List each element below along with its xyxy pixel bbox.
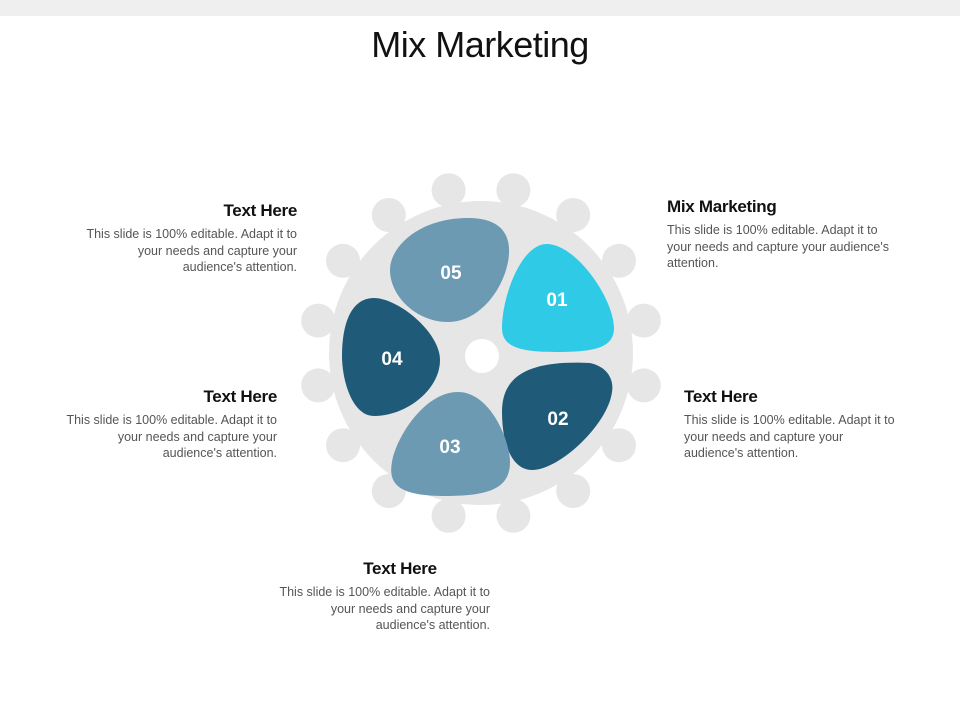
segment-05-number: 05 [440,263,462,284]
text-block-04: Text Here This slide is 100% editable. A… [60,387,277,462]
text-block-02: Text Here This slide is 100% editable. A… [684,387,900,462]
gear-tooth [626,303,661,338]
gear-tooth [556,198,591,232]
segment-04-number: 04 [381,349,403,370]
gear-tooth [371,198,406,232]
text-block-04-heading: Text Here [203,387,277,406]
text-block-05-body: This slide is 100% editable. Adapt it to… [86,227,297,274]
text-block-03: Text Here This slide is 100% editable. A… [270,559,490,634]
segment-01-shape[interactable] [502,243,614,352]
text-block-01-body: This slide is 100% editable. Adapt it to… [667,223,889,270]
gear-tooth [301,368,336,403]
gear-tooth [431,498,466,533]
gear-tooth [301,303,336,338]
gear-teeth [301,173,661,533]
text-block-05-heading: Text Here [223,201,297,220]
segment-02-shape[interactable] [502,362,613,470]
gear-tooth [602,243,636,278]
text-block-03-heading: Text Here [363,559,437,578]
text-block-05: Text Here This slide is 100% editable. A… [78,201,297,276]
gear-tooth [431,173,466,208]
slide-title: Mix Marketing [371,24,589,65]
segment-05-shape[interactable] [390,218,510,322]
segment-03-number: 03 [439,437,460,458]
gear-tooth [496,498,531,533]
segment-04-shape[interactable] [342,298,440,416]
gear-tooth [496,173,531,208]
gear-tooth [626,368,661,403]
text-block-01: Mix Marketing This slide is 100% editabl… [667,197,897,272]
segment-01-number: 01 [546,290,568,311]
gear-center-hole [465,339,499,373]
gear-tooth [556,474,591,508]
text-block-04-body: This slide is 100% editable. Adapt it to… [66,413,277,460]
top-strip [0,0,960,16]
segment-02-number: 02 [547,409,568,430]
text-block-02-heading: Text Here [684,387,758,406]
text-block-03-body: This slide is 100% editable. Adapt it to… [279,585,490,632]
gear-tooth [326,428,360,463]
segment-03-shape[interactable] [391,392,510,496]
gear-tooth [326,243,360,278]
gear-tooth [602,428,636,463]
text-block-02-body: This slide is 100% editable. Adapt it to… [684,413,895,460]
text-block-01-heading: Mix Marketing [667,197,777,216]
